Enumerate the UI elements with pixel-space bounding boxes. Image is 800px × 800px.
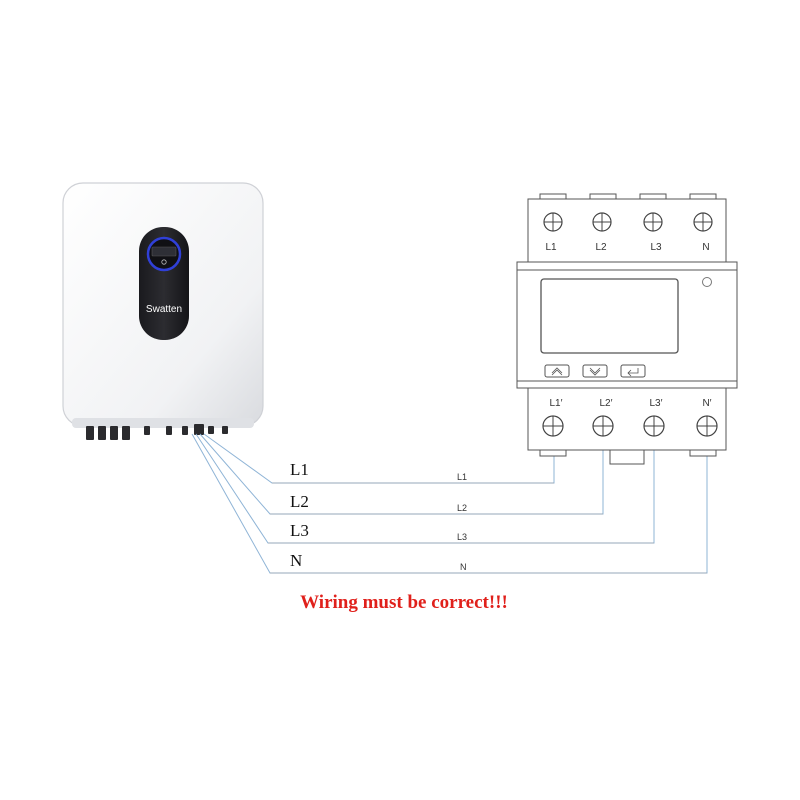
- terminal-bottom-l1: [542, 415, 564, 437]
- top-label-l1: L1: [545, 242, 557, 253]
- inverter-brand: Swatten: [146, 304, 182, 315]
- bottom-label-l1: L1′: [550, 398, 563, 409]
- wire-l1: [203, 433, 555, 484]
- meter-led-icon: [702, 277, 712, 287]
- meter-bottom-labels: L1′ L2′ L3′ N′: [550, 398, 712, 409]
- wire-inline-label-l2: L2: [457, 503, 467, 513]
- top-label-l3: L3: [650, 242, 662, 253]
- wire-label-l1: L1: [290, 460, 309, 479]
- wire-inline-label-l3: L3: [457, 532, 467, 542]
- meter-bottom-block: [527, 387, 727, 451]
- wire-inline-labels: L1 L2 L3 N: [457, 472, 467, 572]
- top-label-l2: L2: [595, 242, 607, 253]
- meter-top-block: [527, 198, 727, 263]
- wire-label-l3: L3: [290, 521, 309, 540]
- wire-label-l2: L2: [290, 492, 309, 511]
- terminal-top-l3: [643, 212, 663, 232]
- bottom-label-l2: L2′: [600, 398, 613, 409]
- wire-inline-label-n: N: [460, 562, 467, 572]
- wire-label-n: N: [290, 551, 302, 570]
- meter-display: [540, 278, 679, 354]
- terminal-top-l2: [592, 212, 612, 232]
- wire-inline-label-l1: L1: [457, 472, 467, 482]
- down-arrow-icon[interactable]: [582, 364, 608, 378]
- bottom-label-n: N′: [702, 398, 711, 409]
- terminal-bottom-l3: [643, 415, 665, 437]
- terminal-bottom-n: [696, 415, 718, 437]
- inverter: Swatten: [62, 182, 264, 440]
- terminal-top-n: [693, 212, 713, 232]
- warning-text: Wiring must be correct!!!: [300, 592, 508, 613]
- inverter-connectors: [86, 424, 228, 440]
- meter-top-terminals: [543, 212, 713, 232]
- meter-top-labels: L1 L2 L3 N: [545, 242, 709, 253]
- wire-left-labels: L1 L2 L3 N: [290, 460, 309, 570]
- terminal-top-l1: [543, 212, 563, 232]
- inverter-display: [151, 246, 177, 257]
- inverter-bottom-edge: [72, 418, 254, 428]
- meter-buttons: [544, 364, 646, 378]
- meter-bottom-terminals: [542, 415, 718, 437]
- wire-runs: [268, 482, 707, 574]
- top-label-n: N: [702, 242, 709, 253]
- terminal-bottom-l2: [592, 415, 614, 437]
- enter-icon[interactable]: [620, 364, 646, 378]
- bottom-label-l3: L3′: [650, 398, 663, 409]
- power-button-icon: [161, 259, 167, 265]
- up-arrow-icon[interactable]: [544, 364, 570, 378]
